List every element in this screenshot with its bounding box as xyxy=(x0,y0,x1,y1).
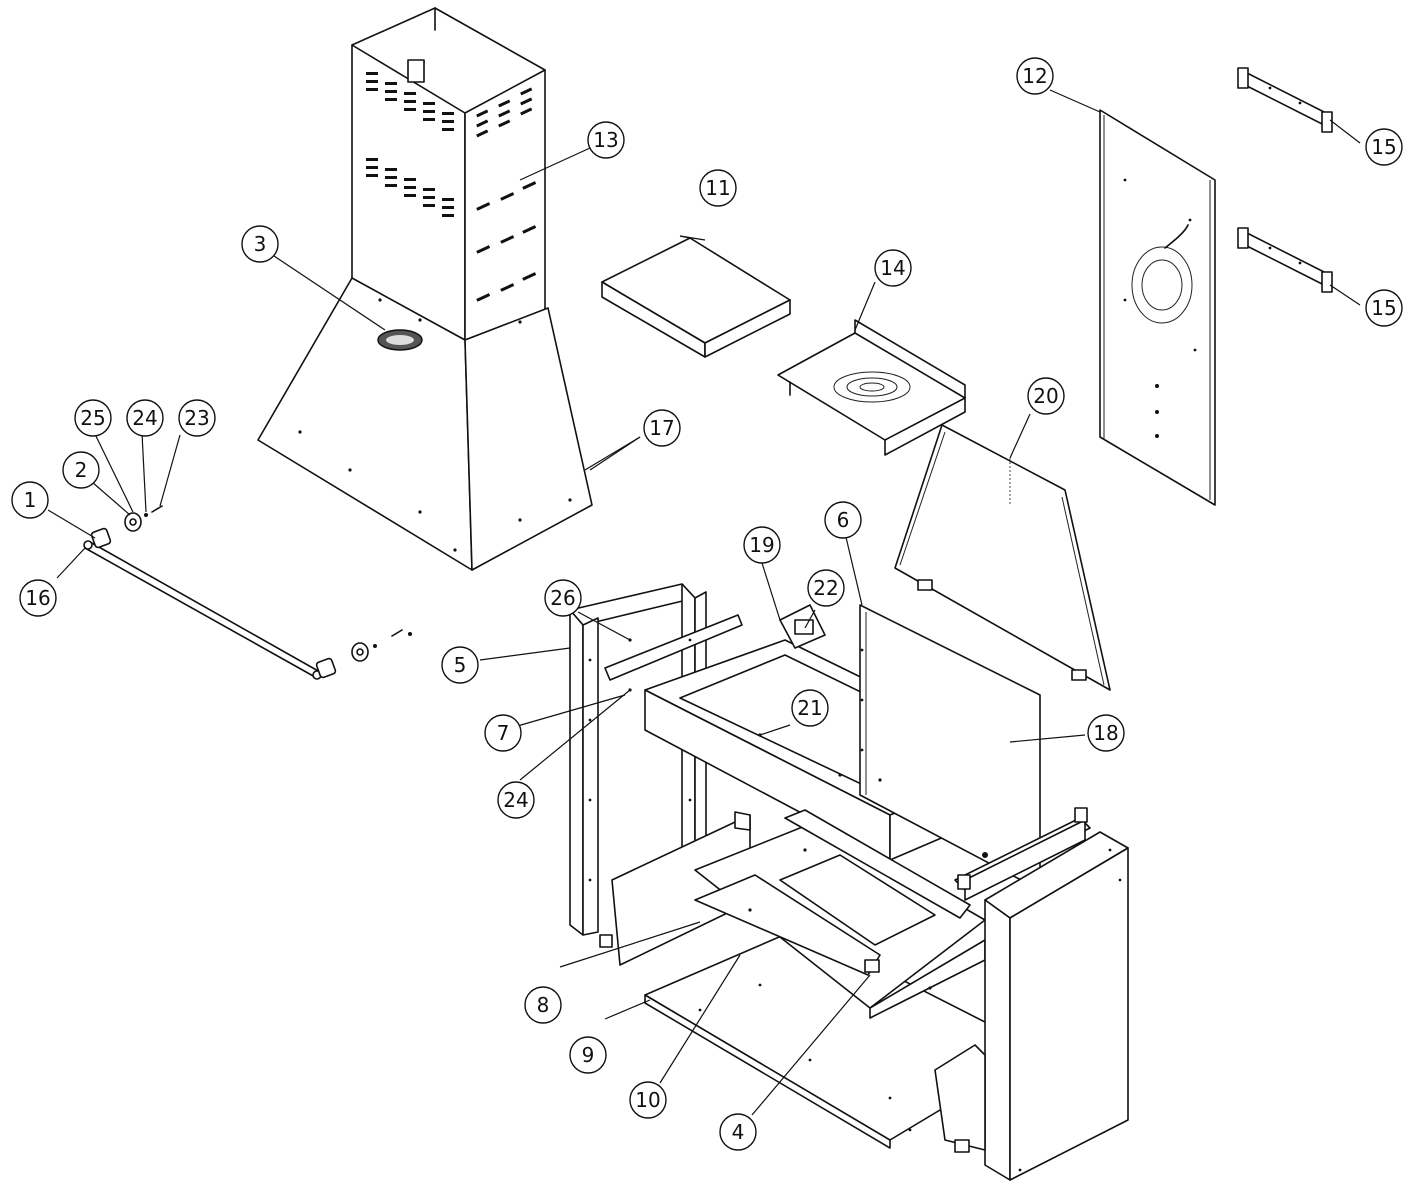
callout-15-lower: 15 xyxy=(1365,289,1403,327)
wheel-hardware-left xyxy=(90,505,163,549)
svg-text:11: 11 xyxy=(705,176,730,200)
back-panel xyxy=(1099,109,1216,506)
callout-15-upper: 15 xyxy=(1365,128,1403,166)
svg-text:18: 18 xyxy=(1093,721,1118,745)
floor-plate xyxy=(694,809,986,1019)
svg-text:12: 12 xyxy=(1022,64,1047,88)
svg-text:7: 7 xyxy=(497,721,510,745)
callout-12: 12 xyxy=(1016,57,1054,95)
svg-text:16: 16 xyxy=(25,586,50,610)
svg-text:24: 24 xyxy=(132,406,157,430)
callout-13: 13 xyxy=(587,121,625,159)
callout-16: 16 xyxy=(19,579,57,617)
callout-26: 26 xyxy=(544,579,582,617)
svg-text:15: 15 xyxy=(1371,135,1396,159)
callout-6: 6 xyxy=(824,501,862,539)
svg-text:26: 26 xyxy=(550,586,575,610)
left-lower-panel xyxy=(611,811,751,966)
svg-text:9: 9 xyxy=(582,1043,595,1067)
svg-text:19: 19 xyxy=(749,533,774,557)
callout-24-upper: 24 xyxy=(126,399,164,437)
svg-text:6: 6 xyxy=(837,508,850,532)
svg-text:1: 1 xyxy=(24,488,37,512)
callout-4: 4 xyxy=(719,1113,757,1151)
svg-text:13: 13 xyxy=(593,128,618,152)
right-cross-rails xyxy=(954,807,1091,901)
callout-14: 14 xyxy=(874,249,912,287)
svg-text:5: 5 xyxy=(454,653,467,677)
svg-text:20: 20 xyxy=(1033,384,1058,408)
svg-text:8: 8 xyxy=(537,993,550,1017)
top-lid-block xyxy=(601,237,791,358)
mounting-bracket-upper xyxy=(1237,67,1333,133)
callout-20: 20 xyxy=(1027,377,1065,415)
callout-23: 23 xyxy=(178,399,216,437)
callout-3: 3 xyxy=(241,225,279,263)
axle-rod xyxy=(83,540,322,680)
firebox-rear-panel xyxy=(894,424,1111,691)
svg-text:4: 4 xyxy=(732,1120,745,1144)
leader-lines xyxy=(47,89,1361,1116)
wheel-hardware-right xyxy=(315,629,412,679)
svg-text:21: 21 xyxy=(797,696,822,720)
callout-2: 2 xyxy=(62,451,100,489)
callout-24-lower: 24 xyxy=(497,781,535,819)
callout-19: 19 xyxy=(743,526,781,564)
svg-text:24: 24 xyxy=(503,788,528,812)
hood-panel xyxy=(257,277,593,571)
callout-5: 5 xyxy=(441,646,479,684)
right-side-cabinet xyxy=(934,831,1129,1181)
svg-text:22: 22 xyxy=(813,576,838,600)
chimney-vent-stack xyxy=(351,7,546,341)
svg-text:15: 15 xyxy=(1371,296,1396,320)
callout-17: 17 xyxy=(643,409,681,447)
svg-text:14: 14 xyxy=(880,256,905,280)
callout-8: 8 xyxy=(524,986,562,1024)
top-plate-with-burner-ring xyxy=(777,319,966,456)
svg-text:10: 10 xyxy=(635,1088,660,1112)
callout-1: 1 xyxy=(11,481,49,519)
svg-text:23: 23 xyxy=(184,406,209,430)
callout-18: 18 xyxy=(1087,714,1125,752)
svg-text:25: 25 xyxy=(80,406,105,430)
mounting-bracket-lower xyxy=(1237,227,1333,293)
svg-text:2: 2 xyxy=(75,458,88,482)
callout-7: 7 xyxy=(484,714,522,752)
svg-text:3: 3 xyxy=(254,232,267,256)
callout-11: 11 xyxy=(699,169,737,207)
callout-9: 9 xyxy=(569,1036,607,1074)
callout-22: 22 xyxy=(807,569,845,607)
callout-10: 10 xyxy=(629,1081,667,1119)
callout-21: 21 xyxy=(791,689,829,727)
svg-text:17: 17 xyxy=(649,416,674,440)
callout-25: 25 xyxy=(74,399,112,437)
